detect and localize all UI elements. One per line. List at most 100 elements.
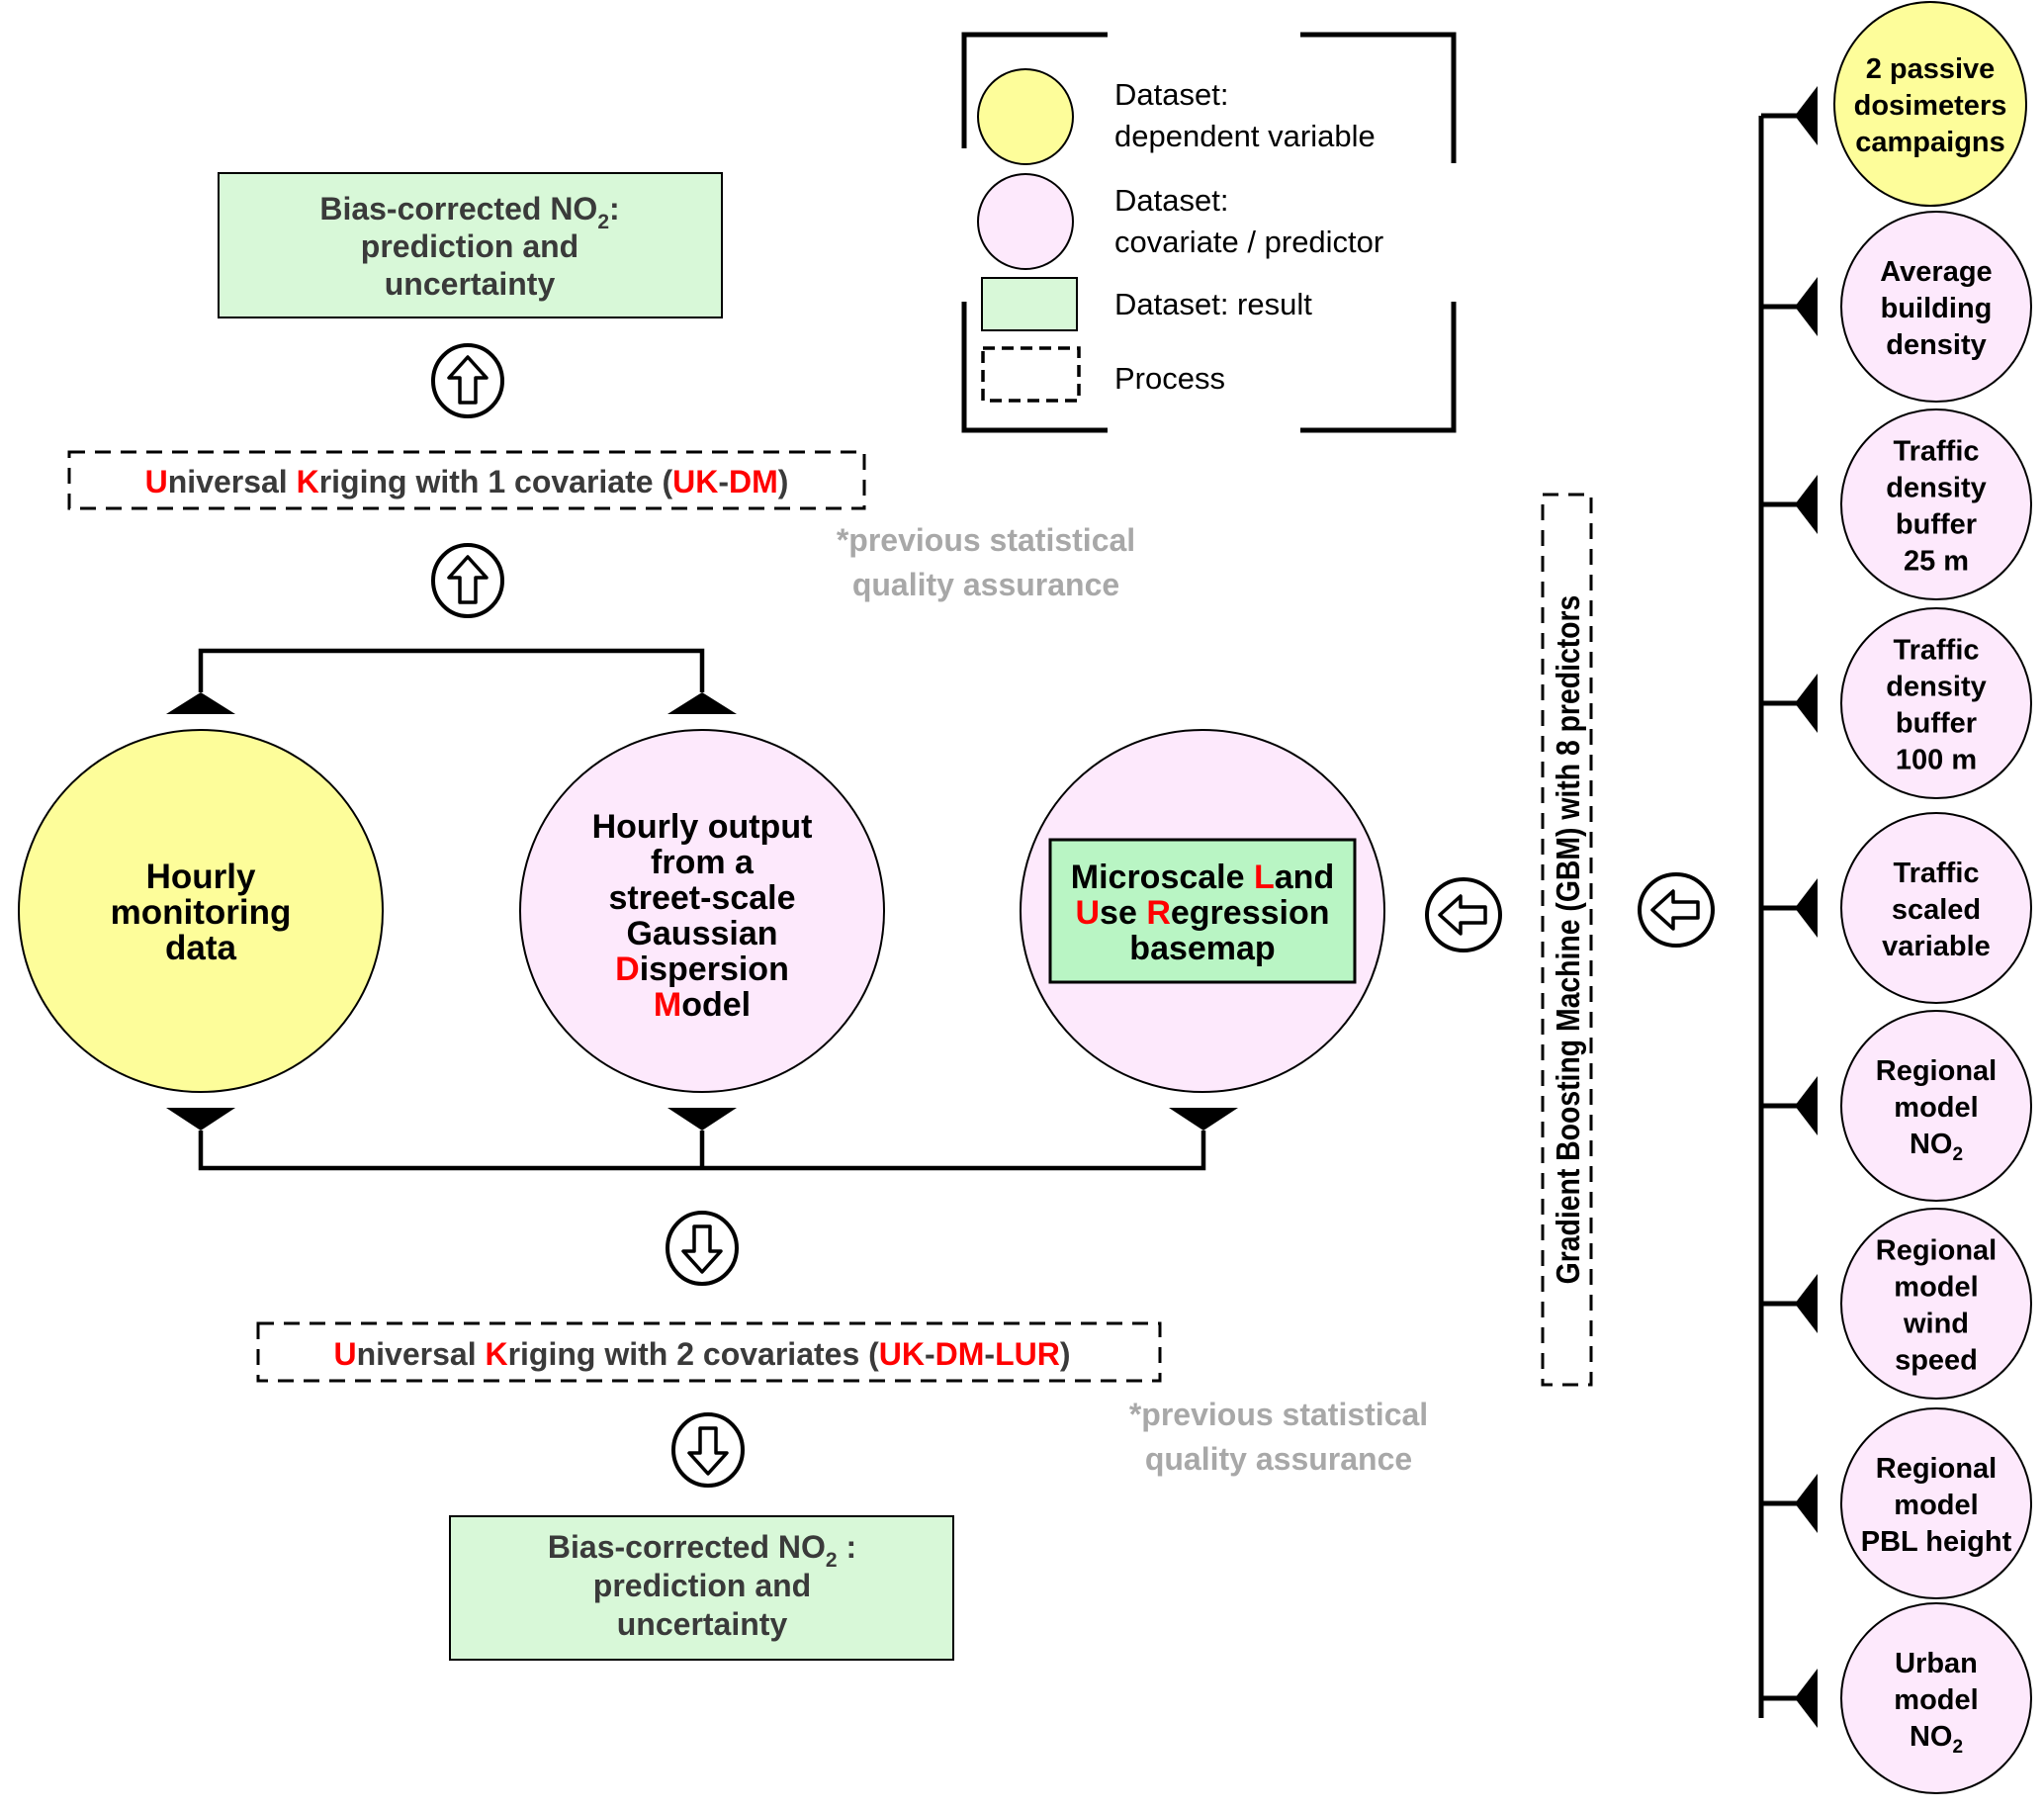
- text-segment: niversal: [168, 464, 297, 499]
- predictor-label: density: [1886, 329, 1987, 361]
- acronym-letter: DM: [729, 464, 778, 499]
- acronym-letter: M: [654, 986, 681, 1024]
- lur-result-box: [1048, 838, 1357, 984]
- predictor-label: buffer: [1896, 509, 1977, 541]
- predictor-label: NO2: [1910, 1129, 1963, 1165]
- dispersion-line: Hourly output: [592, 808, 813, 846]
- legend-label-covariate-2: covariate / predictor: [1114, 225, 1383, 259]
- acronym-letter: LUR: [995, 1336, 1060, 1372]
- dataset-circle-dispersion: [519, 729, 885, 1093]
- text-segment: se: [1100, 894, 1146, 932]
- dispersion-line: Gaussian: [626, 915, 777, 952]
- covariate-circle: [1840, 1602, 2032, 1794]
- predictor-label: wind: [1903, 1309, 1969, 1340]
- arrow-down-circle-icon: [671, 1412, 745, 1488]
- triangle-marker: [1795, 277, 1818, 336]
- dataset-circle-monitoring: [18, 729, 384, 1093]
- predictor-label: dosimeters: [1854, 90, 2007, 122]
- lur-line: Microscale Land: [1071, 859, 1334, 896]
- lur-line: Use Regression: [1075, 894, 1329, 932]
- process-uk-dm-lur: Universal Kriging with 2 covariates (UK-…: [256, 1321, 1162, 1383]
- predictor-label: Regional: [1876, 1055, 1997, 1087]
- bottom-connector: [166, 1108, 1238, 1171]
- legend-label-result: Dataset: result: [1114, 287, 1312, 321]
- triangle-marker: [667, 692, 737, 714]
- text-segment: riging with 2 covariates (: [508, 1336, 880, 1372]
- acronym-letter: DM: [935, 1336, 985, 1372]
- legend-label-dependent-2: dependent variable: [1114, 119, 1376, 153]
- result-box-bottom: [449, 1515, 954, 1661]
- predictor-node: 2 passive dosimeters campaigns: [1761, 1, 2027, 207]
- predictor-label: variable: [1882, 931, 1991, 962]
- covariate-circle: [1840, 1407, 2032, 1599]
- triangle-marker: [1795, 475, 1818, 534]
- predictor-label: Average: [1880, 256, 1992, 288]
- text-segment: Gaussian: [626, 915, 777, 952]
- legend-green-rectangle: [981, 277, 1078, 331]
- legend: Dataset: dependent variable Dataset: cov…: [961, 32, 1457, 433]
- acronym-letter: UK: [879, 1336, 925, 1372]
- legend-label-dependent-1: Dataset:: [1114, 77, 1228, 112]
- result-top-line2: prediction and: [361, 228, 578, 264]
- gbm-process-box: [1541, 493, 1593, 1387]
- predictor-label: building: [1881, 293, 1993, 324]
- text-segment: from a: [651, 844, 755, 881]
- covariate-circle: [1840, 1208, 2032, 1400]
- gbm-process: Gradient Boosting Machine (GBM) with 8 p…: [1541, 493, 1593, 1387]
- predictor-label: Urban: [1895, 1648, 1978, 1679]
- result-top-line1: Bias-corrected NO2:: [319, 191, 619, 233]
- process-label-uk-dm-lur: Universal Kriging with 2 covariates (UK-…: [334, 1336, 1071, 1372]
- triangle-marker: [1795, 878, 1818, 938]
- legend-bracket-bottom-left: [961, 302, 1108, 433]
- monitoring-line1: Hourly: [146, 858, 256, 896]
- dispersion-line: Dispersion: [615, 951, 789, 988]
- legend-pink-circle: [977, 173, 1074, 270]
- acronym-letter: U: [334, 1336, 357, 1372]
- acronym-letter: R: [1146, 894, 1171, 932]
- legend-yellow-circle: [977, 68, 1074, 165]
- quality-note-top: *previous statistical quality assurance: [837, 522, 1135, 602]
- arrow-up-circle-icon: [431, 343, 504, 418]
- triangle-marker: [1795, 1274, 1818, 1333]
- covariate-circle: [1840, 1010, 2032, 1202]
- predictor-node: Average building density: [1761, 211, 2032, 403]
- result-bottom-line1: Bias-corrected NO2 :: [548, 1529, 856, 1572]
- text-segment: odel: [681, 986, 751, 1024]
- legend-bracket-top-left: [961, 32, 1108, 148]
- result-bottom-line2: prediction and: [593, 1568, 811, 1603]
- node-monitoring-data: Hourly monitoring data: [18, 729, 384, 1093]
- predictor-label: density: [1886, 672, 1987, 703]
- result-top-line3: uncertainty: [385, 266, 556, 302]
- acronym-letter: L: [1254, 859, 1275, 896]
- lur-line: basemap: [1129, 930, 1275, 967]
- text-segment: basemap: [1129, 930, 1275, 967]
- predictor-label: 2 passive: [1866, 53, 1996, 85]
- text-segment: Hourly output: [592, 808, 813, 846]
- predictor-label: model: [1894, 1092, 1978, 1124]
- text-segment: and: [1275, 859, 1334, 896]
- monitoring-line3: data: [165, 929, 237, 967]
- arrow-left-circle-icon: [1638, 872, 1715, 948]
- predictor-label: scaled: [1892, 894, 1981, 926]
- predictor-label: Regional: [1876, 1235, 1997, 1267]
- quality-note-bottom: *previous statistical quality assurance: [1129, 1397, 1428, 1477]
- covariate-circle: [1840, 408, 2032, 600]
- quality-note-bottom-line1: *previous statistical: [1129, 1397, 1428, 1432]
- predictor-label: Traffic: [1893, 436, 1979, 468]
- text-segment: ): [1060, 1336, 1071, 1372]
- quality-note-top-line2: quality assurance: [852, 567, 1119, 602]
- legend-label-covariate-1: Dataset:: [1114, 183, 1228, 218]
- triangle-marker: [1795, 1669, 1818, 1728]
- result-bottom-line3: uncertainty: [617, 1606, 788, 1642]
- predictor-label: campaigns: [1855, 127, 2005, 158]
- acronym-letter: D: [615, 951, 640, 988]
- triangle-marker: [1169, 1108, 1238, 1131]
- predictor-label: speed: [1895, 1345, 1978, 1377]
